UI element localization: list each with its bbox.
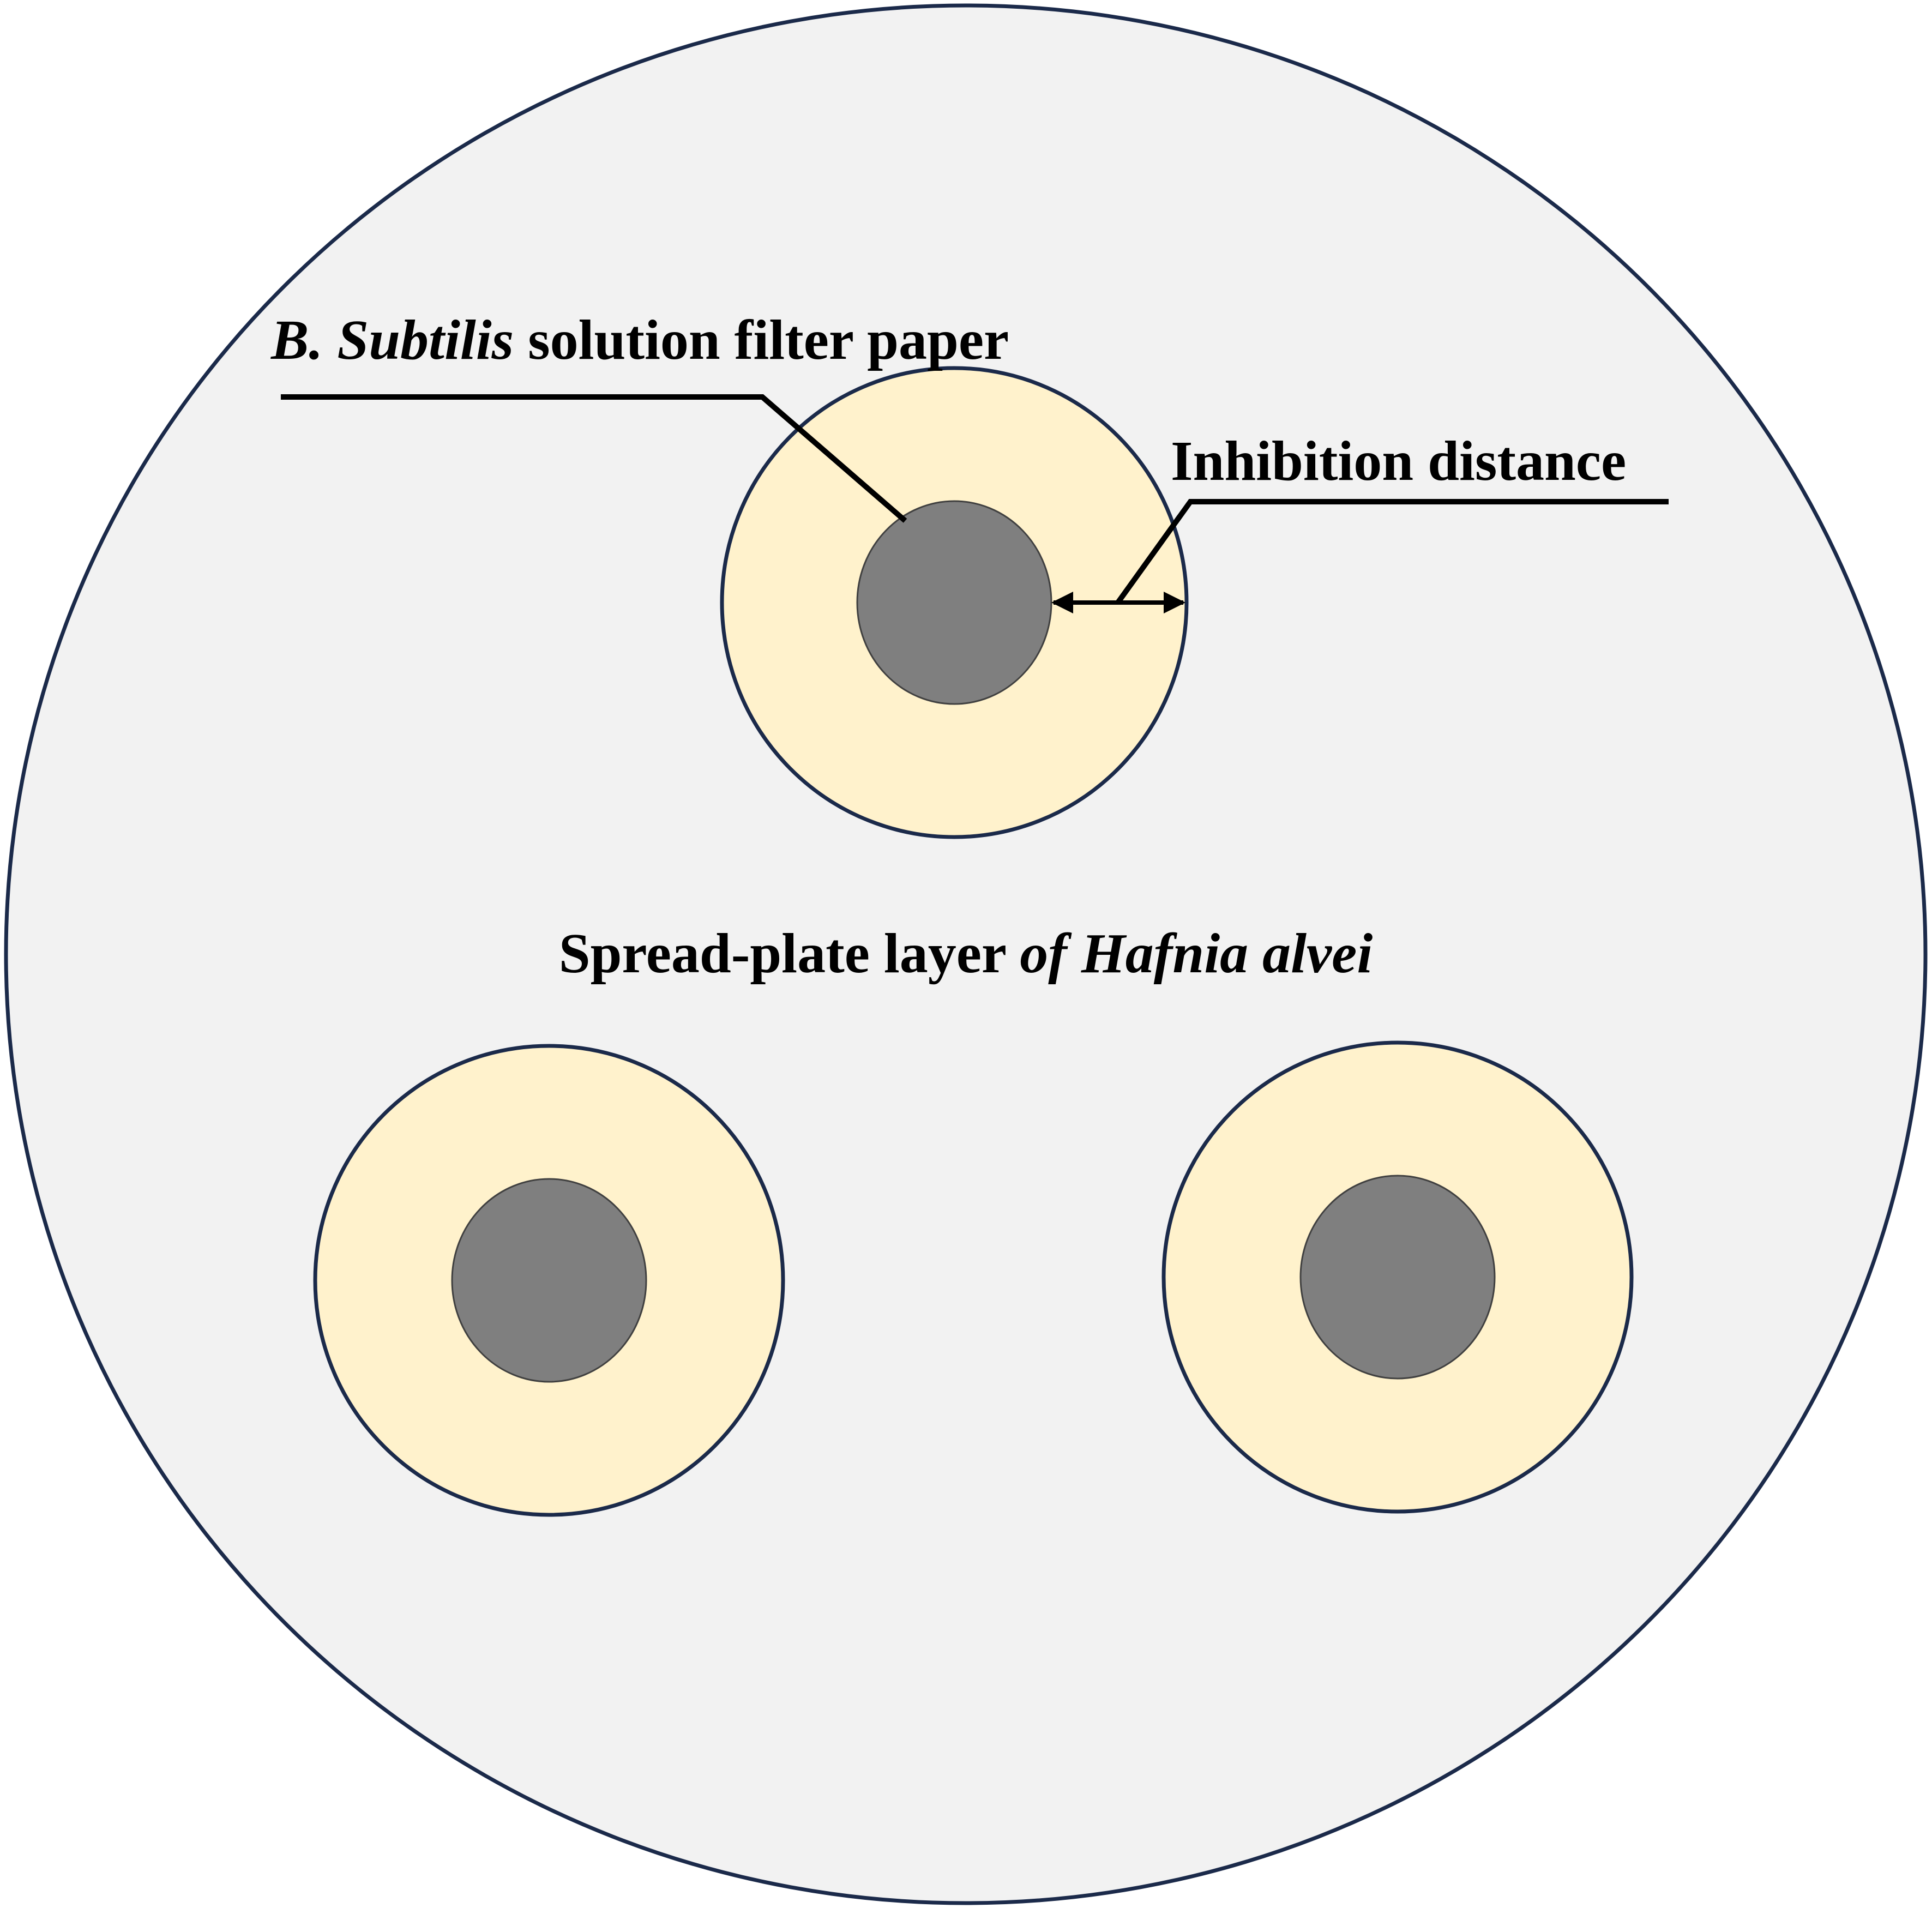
filter-paper-label-rest: solution filter paper [514,309,1009,371]
filter-paper-label: B. Subtilis solution filter paper [270,309,1009,371]
spread-plate-label-rest: Spread-plate layer [559,922,1020,985]
spread-plate-label-species: of Hafnia alvei [1020,922,1373,985]
inhibition-distance-callout-line [1115,499,1669,604]
filter-paper-label-species: B. Subtilis [270,309,514,371]
spread-plate-label: Spread-plate layer of Hafnia alvei [559,922,1373,985]
filter-paper-disc-top [856,500,1052,705]
filter-paper-disc-bottom-left [451,1178,647,1383]
filter-paper-disc-bottom-right [1299,1175,1496,1380]
inhibition-distance-label: Inhibition distance [1171,430,1626,492]
filter-paper-callout-line [281,394,907,523]
